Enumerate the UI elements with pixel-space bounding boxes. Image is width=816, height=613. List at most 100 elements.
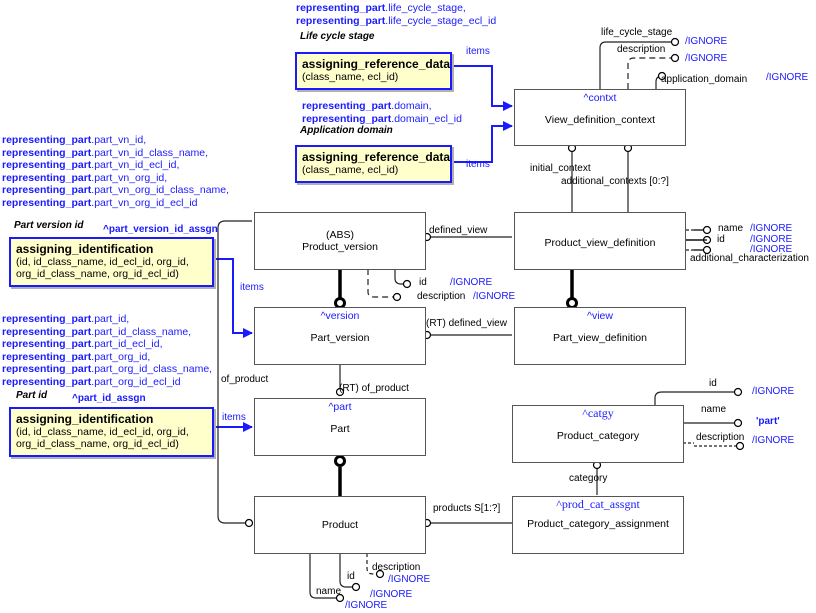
mapping-path: representing_part <box>2 363 92 375</box>
entity-alias: ^part <box>328 401 352 413</box>
ignore-label: /IGNORE <box>750 244 793 255</box>
attr-p-id: id <box>347 571 355 582</box>
mapping-attr: .part_org_id, <box>91 350 151 363</box>
life-cycle-mapping: representing_part.life_cycle_stage, repr… <box>296 2 496 27</box>
template-links <box>214 65 513 432</box>
attr-pvd-id: id <box>717 234 725 245</box>
mapping-attr: .part_vn_org_id_ecl_id <box>91 196 198 209</box>
attr-pc-id: id <box>709 378 717 389</box>
attr-p-name: name <box>316 586 342 597</box>
mapping-attr: .part_vn_org_id, <box>91 171 168 184</box>
attr-additional-characterization: additional_characterization <box>690 253 809 264</box>
ignore-label: /IGNORE <box>750 223 793 234</box>
app-domain-template[interactable]: assigning_reference_data (class_name, ec… <box>295 145 452 183</box>
attr-pc-description: description <box>696 432 745 443</box>
ignore-label: /IGNORE <box>388 574 431 585</box>
entity-name: Product <box>321 519 359 531</box>
mapping-attr: .part_vn_org_id_class_name, <box>91 184 230 196</box>
entity-name: Part_version <box>310 332 370 344</box>
entity-product-view-definition[interactable]: Product_view_definition <box>514 212 686 270</box>
mapping-path: representing_part <box>2 350 92 363</box>
entity-name: Product_version <box>302 241 378 253</box>
mapping-attr: .part_id, <box>91 313 130 325</box>
mapping-attr: .life_cycle_stage_ecl_id <box>385 14 497 27</box>
mapping-attr: .part_org_id_class_name, <box>91 363 213 375</box>
attr-pv-description: description <box>417 291 466 302</box>
part-id-mapping: representing_part.part_id, representing_… <box>2 313 212 388</box>
template-params: (class_name, ecl_id) <box>302 71 399 83</box>
mapping-path: representing_part <box>2 338 92 350</box>
entity-name: Product_category_assignment <box>527 518 669 530</box>
part-version-id-items-link <box>214 258 253 338</box>
entity-part-version[interactable]: ^version Part_version <box>254 307 426 365</box>
ignore-label: /IGNORE <box>685 53 728 64</box>
part-id-caption: Part id <box>16 390 48 401</box>
entity-name: Part <box>330 423 350 435</box>
attr-application-domain: application_domain <box>661 74 748 85</box>
attr-pc-name: name <box>701 404 727 415</box>
part-version-id-items-label: items <box>240 282 264 293</box>
ignore-label: /IGNORE <box>370 589 413 600</box>
mapping-path: representing_part <box>2 325 92 338</box>
app-domain-items-label: items <box>466 159 490 170</box>
mapping-attr: .domain, <box>391 100 432 112</box>
link-endpoints <box>244 37 745 603</box>
template-params: org_id_class_name, org_id_ecl_id) <box>16 268 179 280</box>
attr-defined-view: defined_view <box>429 225 488 236</box>
entity-name: Product_category <box>556 430 640 442</box>
attr-of-product: of_product <box>221 374 269 385</box>
attr-rt-defined-view: (RT) defined_view <box>426 318 507 329</box>
attr-pvd-name: name <box>718 223 744 234</box>
part-version-id-alias: ^part_version_id_assgn <box>103 224 218 235</box>
part-version-id-template[interactable]: assigning_identification (id, id_class_n… <box>9 237 214 287</box>
mapping-attr: .part_vn_id_ecl_id, <box>91 159 180 171</box>
mapping-path: representing_part <box>2 146 92 159</box>
attr-products: products S[1:?] <box>433 503 501 514</box>
pc-name-value: 'part' <box>756 416 780 427</box>
entity-part[interactable]: ^part Part <box>254 398 426 456</box>
entity-name: View_definition_context <box>544 114 656 126</box>
mapping-path: representing_part <box>296 2 386 14</box>
attr-additional-contexts: additional_contexts [0:?] <box>561 176 669 187</box>
entity-alias: ^contxt <box>583 92 617 104</box>
entity-alias: ^view <box>587 310 613 322</box>
mapping-attr: .part_id_class_name, <box>91 325 192 338</box>
entity-abstract-tag: (ABS) <box>325 229 354 241</box>
mapping-attr: .part_org_id_ecl_id <box>91 375 181 388</box>
entity-name: Part_view_definition <box>553 332 647 344</box>
attr-life-cycle-stage: life_cycle_stage <box>601 27 673 38</box>
mapping-path: representing_part <box>296 14 386 27</box>
ignore-label: /IGNORE <box>345 600 388 611</box>
ignore-label: /IGNORE <box>685 36 728 47</box>
entity-product-category-assignment[interactable]: ^prod_cat_assgnt Product_category_assign… <box>512 496 684 554</box>
app-domain-caption: Application domain <box>300 125 393 136</box>
entity-product-category[interactable]: ^catgy Product_category <box>512 405 684 463</box>
mapping-attr: .part_vn_id_class_name, <box>91 146 209 159</box>
template-name: assigning_identification <box>16 242 154 256</box>
entity-part-view-definition[interactable]: ^view Part_view_definition <box>514 307 686 365</box>
mapping-path: representing_part <box>2 171 92 184</box>
mapping-path: representing_part <box>2 196 92 209</box>
attr-p-description: description <box>372 562 421 573</box>
life-cycle-caption: Life cycle stage <box>300 31 375 42</box>
app-domain-mapping: representing_part.domain, representing_p… <box>302 100 462 125</box>
life-cycle-template[interactable]: assigning_reference_data (class_name, ec… <box>295 52 452 90</box>
mapping-path: representing_part <box>302 100 392 112</box>
entity-view-definition-context[interactable]: ^contxt View_definition_context <box>514 89 686 146</box>
attr-initial-context: initial_context <box>530 163 591 174</box>
entity-product-version[interactable]: (ABS) Product_version <box>254 212 426 270</box>
template-params: (class_name, ecl_id) <box>302 164 399 176</box>
entity-alias: ^version <box>320 310 360 322</box>
part-id-template[interactable]: assigning_identification (id, id_class_n… <box>9 407 214 457</box>
attr-pv-id: id <box>419 277 427 288</box>
part-version-id-caption: Part version id <box>14 220 84 231</box>
template-params: (id, id_class_name, id_ecl_id, org_id, <box>16 256 189 268</box>
app-domain-items-link <box>452 121 513 163</box>
ignore-label: /IGNORE <box>752 386 795 397</box>
mapping-path: representing_part <box>2 159 92 171</box>
entity-product[interactable]: Product <box>254 496 426 554</box>
template-name: assigning_reference_data <box>302 57 451 71</box>
mapping-attr: .part_vn_id, <box>91 134 147 146</box>
template-params: (id, id_class_name, id_ecl_id, org_id, <box>16 426 189 438</box>
life-cycle-items-link <box>452 65 513 111</box>
